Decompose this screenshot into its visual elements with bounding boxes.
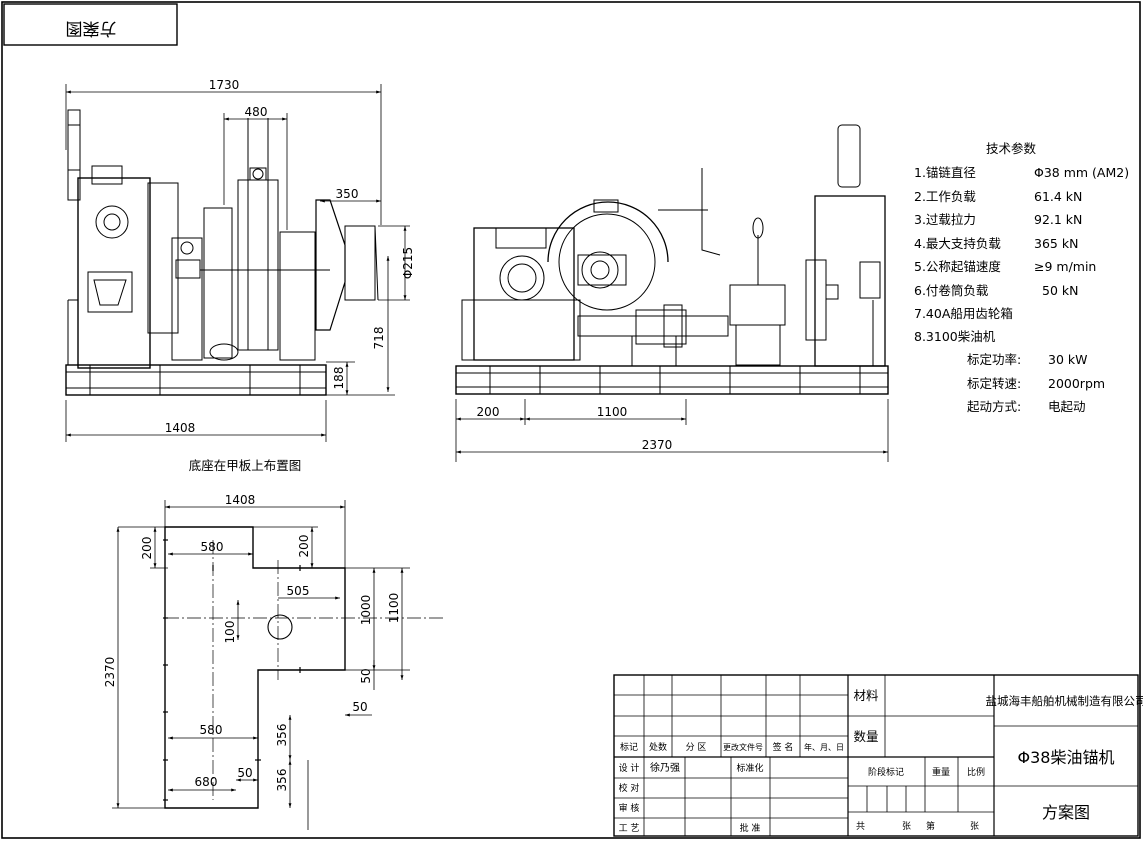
side-view [65, 109, 379, 396]
param-value: Φ38 mm (AM2) [1034, 165, 1129, 180]
param-label: 5.公称起锚速度 [914, 259, 1001, 274]
tb-weight: 重量 [932, 766, 950, 778]
plan-dim-680: 680 [195, 775, 218, 789]
param-label: 4.最大支持负载 [914, 236, 1001, 251]
tb-row-label: 审 核 [619, 802, 640, 814]
param-label: 7.40A船用齿轮箱 [914, 306, 1013, 321]
plan-dim-50b: 50 [352, 700, 367, 714]
side-view-dimensions [65, 84, 410, 442]
tb-quantity: 数量 [853, 729, 878, 744]
tb-stage: 阶段标记 [868, 766, 904, 778]
param-value: 92.1 kN [1034, 212, 1082, 227]
tb-row-label: 校 对 [619, 782, 640, 794]
dim-480: 480 [245, 105, 268, 119]
param-label: 8.3100柴油机 [914, 329, 996, 344]
tb-row-label: 设 计 [619, 762, 640, 774]
plan-dim-580-mid: 580 [200, 723, 223, 737]
tb-header: 年、月、日 [804, 742, 844, 752]
dim-1408-side: 1408 [165, 421, 196, 435]
param-value: 365 kN [1034, 236, 1078, 251]
tb-company: 盐城海丰船舶机械制造有限公司 [986, 694, 1143, 708]
engine-label: 标定转速: [967, 376, 1021, 391]
tb-sheet-total: 共 [856, 821, 865, 832]
tb-header: 标记 [620, 741, 638, 753]
engine-label: 起动方式: [967, 399, 1021, 414]
plan-dim-50a: 50 [359, 668, 373, 683]
plan-dim-2370: 2370 [103, 657, 117, 688]
tb-header: 签 名 [773, 741, 794, 753]
param-label: 6.付卷筒负载 [914, 283, 989, 298]
tb-product: Φ38柴油锚机 [1018, 748, 1115, 767]
layout-plan [112, 500, 445, 830]
tb-designer-name: 徐乃强 [650, 761, 680, 774]
tb-sheet-unit: 张 [902, 821, 911, 832]
engine-value: 电起动 [1048, 399, 1086, 414]
engine-value: 2000rpm [1048, 376, 1105, 391]
front-view [455, 124, 889, 395]
stamp-text: 方案图 [66, 18, 117, 38]
stamp-box: 方案图 [3, 3, 178, 46]
layout-plan-caption: 底座在甲板上布置图 [189, 458, 302, 473]
plan-dim-100: 100 [223, 621, 237, 644]
dim-350: 350 [336, 187, 359, 201]
tb-row-field: 批 准 [740, 822, 761, 834]
tech-params-title: 技术参数 [986, 141, 1037, 156]
title-block [613, 674, 1139, 837]
dim-718: 718 [372, 327, 386, 350]
plan-dim-200-top: 200 [297, 535, 311, 558]
param-label: 1.锚链直径 [914, 165, 976, 180]
plan-dim-356b: 356 [275, 769, 289, 792]
tb-header: 处数 [649, 741, 667, 753]
tb-sheet-no: 第 [926, 820, 935, 832]
tb-row-label: 工 艺 [619, 823, 640, 834]
tb-header: 分 区 [686, 742, 707, 753]
engine-value: 30 kW [1048, 352, 1087, 367]
title-block-text: 标记 处数 分 区 更改文件号 签 名 年、月、日 设 计 徐乃强 标准化 校 … [619, 688, 1143, 834]
param-value: 61.4 kN [1034, 189, 1082, 204]
plan-dim-356a: 356 [275, 724, 289, 747]
dim-1100-front: 1100 [597, 405, 628, 419]
tb-drawing-type: 方案图 [1042, 803, 1090, 822]
dim-2370-front: 2370 [642, 438, 673, 452]
dim-1730: 1730 [209, 78, 240, 92]
tech-params: 技术参数 1.锚链直径 Φ38 mm (AM2) 2.工作负载 61.4 kN … [914, 141, 1129, 414]
plan-dim-1100: 1100 [387, 593, 401, 624]
tb-material: 材料 [853, 688, 879, 703]
tb-scale: 比例 [967, 766, 985, 778]
front-view-dimensions [455, 399, 889, 462]
tb-header: 更改文件号 [723, 742, 763, 752]
tb-row-field: 标准化 [736, 762, 763, 774]
plan-dim-505: 505 [287, 584, 310, 598]
dim-200-front: 200 [477, 405, 500, 419]
dim-phi215: Φ215 [401, 247, 415, 279]
engine-label: 标定功率: [967, 352, 1021, 367]
plan-dim-1408: 1408 [225, 493, 256, 507]
param-label: 3.过载拉力 [914, 212, 976, 227]
plan-dim-50c: 50 [237, 766, 252, 780]
param-value: 50 kN [1042, 283, 1078, 298]
param-label: 2.工作负载 [914, 189, 976, 204]
dim-188: 188 [332, 367, 346, 390]
plan-dim-1000: 1000 [359, 595, 373, 626]
plan-dim-580-top: 580 [201, 540, 224, 554]
param-value: ≥9 m/min [1034, 259, 1096, 274]
tb-sheet-unit: 张 [970, 821, 979, 832]
plan-dim-200-left: 200 [140, 537, 154, 560]
